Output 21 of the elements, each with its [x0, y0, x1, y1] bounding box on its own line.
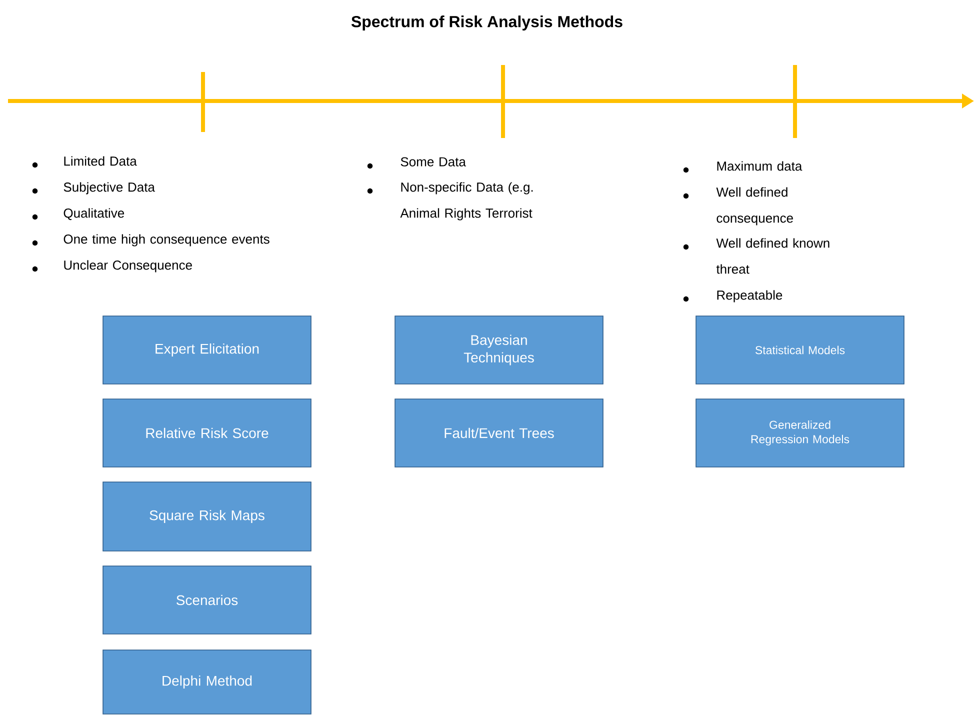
- method-box: Fault/Event Trees: [394, 398, 604, 468]
- bullet-item: Qualitative: [32, 208, 124, 220]
- bullet-item: One time high consequence events: [32, 234, 270, 246]
- method-box: Square Risk Maps: [102, 482, 312, 552]
- method-box: Statistical Models: [696, 316, 904, 384]
- bullet-item: Subjective Data: [32, 182, 155, 194]
- method-box: Delphi Method: [102, 650, 312, 714]
- bullet-item: Unclear Consequence: [32, 260, 192, 272]
- method-box: Bayesian Techniques: [394, 316, 604, 384]
- bullet-item: Well defined consequence: [683, 187, 793, 226]
- bullet-item: Repeatable: [683, 290, 782, 302]
- bullet-item: Non-specific Data (e.g. Animal Rights Terrorist: [367, 182, 533, 220]
- method-box: Expert Elicitation: [102, 316, 312, 384]
- bullet-item: Some Data: [367, 157, 466, 169]
- title: Spectrum of Risk Analysis Methods: [351, 16, 622, 30]
- bullet-item: Well defined known threat: [683, 238, 830, 274]
- method-box: Relative Risk Score: [102, 398, 312, 468]
- method-box: Scenarios: [102, 566, 312, 634]
- bullet-item: Maximum data: [683, 161, 802, 173]
- bullet-item: Limited Data: [32, 156, 137, 168]
- method-box: Generalized Regression Models: [696, 398, 904, 468]
